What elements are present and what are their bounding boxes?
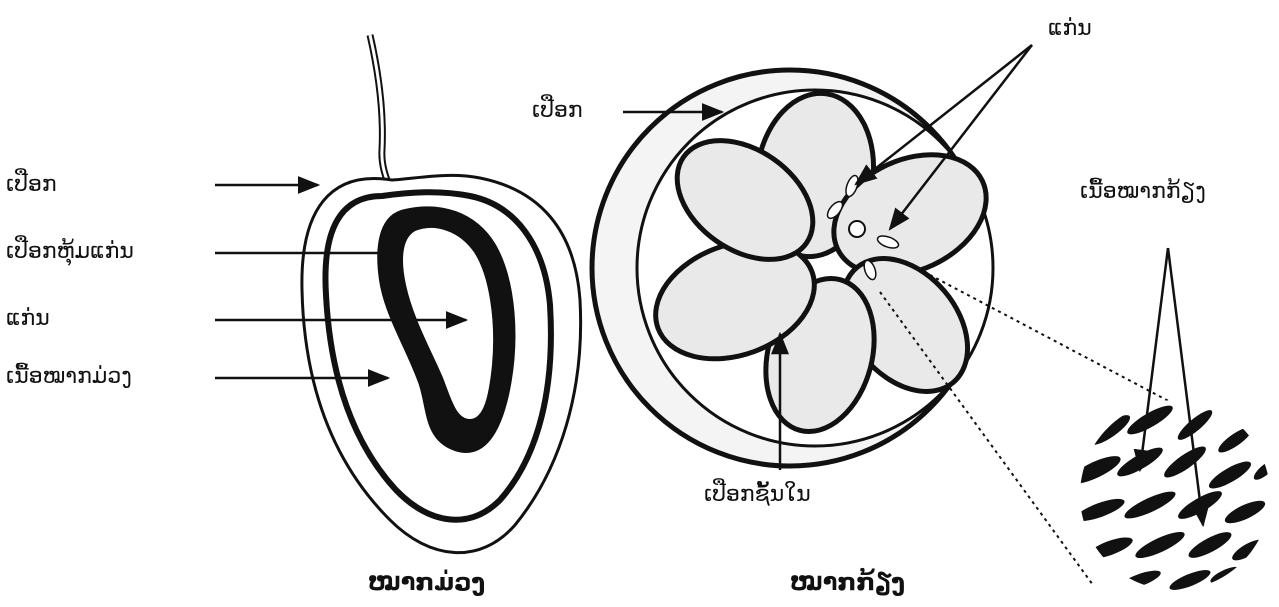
label-mango-seed-coat: ເປືອກຫຸ້ມແກ່ນ: [6, 241, 134, 263]
label-orange-seeds: ແກ່ນ: [1048, 18, 1092, 40]
orange-core: [849, 221, 865, 237]
label-orange-skin: ເປືອກ: [532, 100, 583, 122]
orange-illustration: [592, 70, 1006, 466]
label-orange-inner-skin: ເປືອກຊັ້ນໃນ: [704, 484, 811, 506]
label-mango-flesh: ເນື້ອໝາກມ່ວງ: [6, 366, 132, 388]
label-orange-flesh: ເນື້ອໝາກກ້ຽງ: [1080, 181, 1206, 203]
caption-orange: ໝາກກ້ຽງ: [790, 570, 905, 594]
label-mango-seed: ແກ່ນ: [6, 308, 50, 330]
orange-flesh-magnified: [1066, 400, 1279, 594]
mango-stem: [370, 35, 390, 188]
label-mango-skin: ເປືອກ: [6, 174, 57, 196]
caption-mango: ໝາກມ່ວງ: [368, 570, 485, 594]
